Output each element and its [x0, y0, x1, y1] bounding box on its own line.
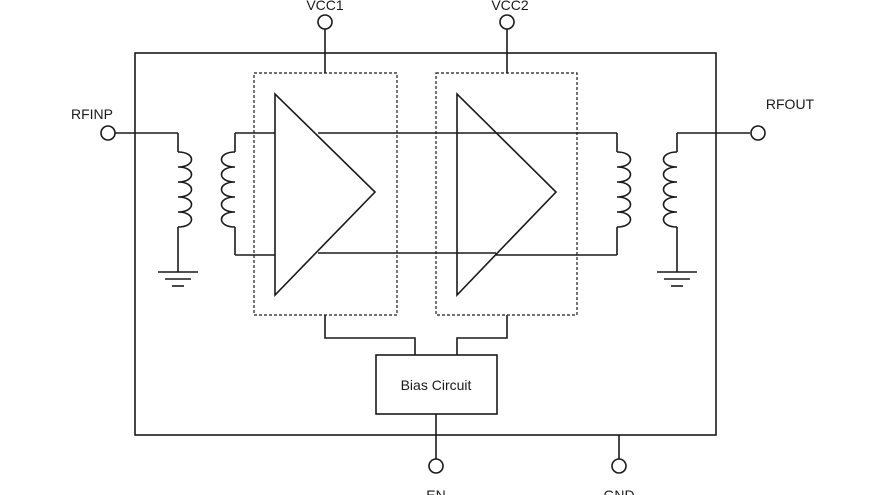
en-pin — [428, 458, 444, 474]
amplifier-1-triangle-icon — [274, 92, 377, 297]
output-inductor-coil-icon — [662, 132, 750, 272]
en-label: EN — [426, 487, 445, 495]
output-ground-icon — [657, 271, 697, 287]
bias-circuit-label: Bias Circuit — [401, 377, 472, 393]
input-ground-icon — [158, 271, 198, 287]
input-inductor-coil-icon — [177, 133, 193, 272]
rf-input-pin — [100, 125, 116, 141]
gnd-label: GND — [603, 487, 634, 495]
vcc2-label: VCC2 — [491, 0, 529, 13]
rf-output-pin — [750, 125, 766, 141]
vcc2-pin — [499, 14, 515, 30]
vcc1-pin — [317, 14, 333, 30]
rf-output-label: RFOUT — [766, 96, 815, 112]
output-coupled-coil-icon — [496, 132, 632, 256]
rf-input-label: RFINP — [71, 106, 113, 122]
bias-wire-stage2 — [456, 315, 508, 355]
input-coupled-coil-icon — [220, 132, 275, 256]
amplifier-2-triangle-icon — [456, 92, 558, 297]
gnd-pin — [611, 458, 627, 474]
bias-wire-stage1 — [324, 315, 416, 355]
vcc1-label: VCC1 — [306, 0, 344, 13]
package-outline — [134, 52, 717, 436]
